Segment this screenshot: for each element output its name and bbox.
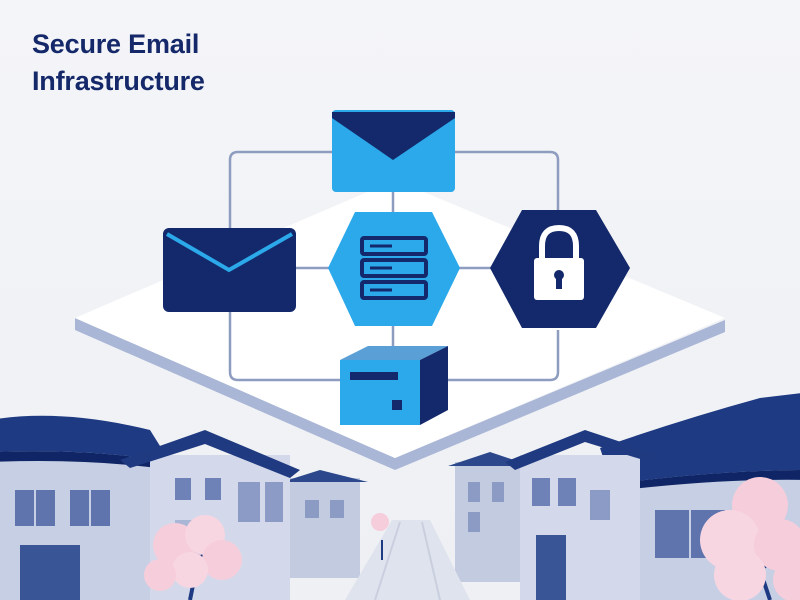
line-right-to-bottom (448, 330, 560, 382)
email-envelope-icon (332, 110, 455, 192)
line-left-to-bottom (228, 312, 340, 382)
cherry-blossom-tree-right (700, 477, 800, 600)
server-rack-icon (328, 212, 460, 326)
title-line-2: Infrastructure (32, 66, 205, 96)
connection-lines (228, 150, 560, 382)
email-envelope-icon (163, 228, 296, 312)
cherry-blossom-tree-left (144, 515, 242, 600)
street-scene (0, 393, 800, 600)
line-top-to-left (228, 150, 332, 228)
padlock-icon (490, 210, 630, 328)
building-far-left (282, 470, 368, 578)
house-mid-right (505, 430, 660, 600)
house-left-hanok (0, 415, 172, 600)
page-title: Secure Email Infrastructure (32, 26, 205, 100)
mailbox-icon (340, 346, 448, 425)
line-top-to-right (455, 150, 560, 210)
building-far-right (448, 452, 532, 582)
title-line-1: Secure Email (32, 29, 200, 59)
street-road (345, 520, 470, 600)
cherry-blossom-tree-small (371, 513, 389, 560)
